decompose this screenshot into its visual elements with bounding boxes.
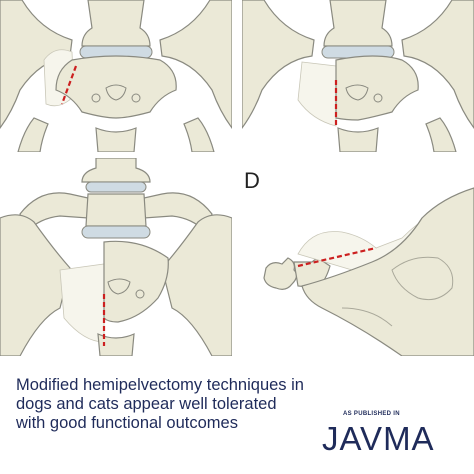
pelvis-illustration-c	[0, 158, 232, 356]
pelvis-illustration	[0, 0, 232, 152]
cut-line	[297, 246, 377, 268]
journal-name: JAVMA	[322, 420, 435, 457]
pelvis-illustration-d	[242, 158, 474, 356]
javma-logo: JAVMA	[322, 420, 448, 458]
pelvis-illustration-a	[0, 0, 232, 152]
pelvis-illustration	[263, 187, 474, 356]
pelvis-illustration-b	[242, 0, 474, 152]
cut-line	[60, 65, 78, 105]
published-in-label: AS PUBLISHED IN	[343, 411, 400, 417]
panel-label-d: D	[244, 168, 260, 193]
pelvis-illustration	[0, 158, 232, 356]
pelvis-illustration	[242, 0, 474, 152]
caption-text: Modified hemipelvectomy techniques in do…	[16, 376, 304, 432]
